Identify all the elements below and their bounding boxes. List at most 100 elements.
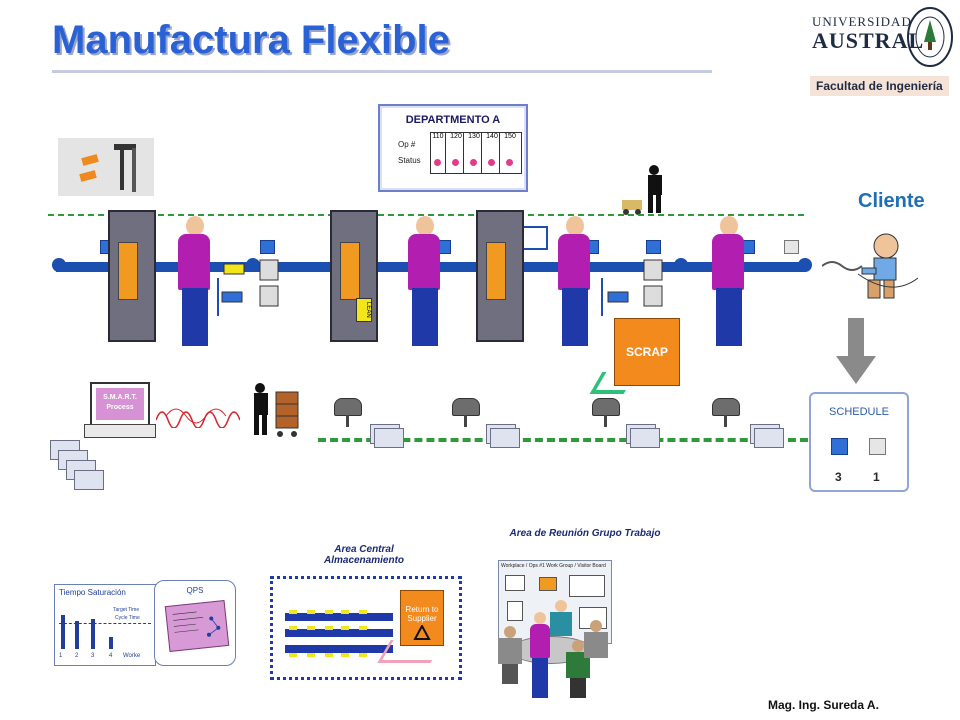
axis-label: 3 (91, 653, 95, 659)
schedule-panel: SCHEDULE 3 1 (809, 392, 909, 492)
belt-roller-icon (246, 258, 260, 272)
legend-cycle: Cycle Time (115, 615, 140, 621)
workstation-1 (216, 256, 286, 320)
kanban-cards (750, 424, 790, 450)
status-label: Status (398, 156, 421, 165)
author-footer: Mag. Ing. Sureda A. (768, 698, 879, 712)
operator-icon (406, 216, 446, 352)
material-handler-icon (620, 162, 670, 216)
kanban-cards (626, 424, 666, 450)
saturation-bar (75, 621, 79, 649)
down-arrow-icon (836, 318, 876, 386)
qps-label: QPS (186, 586, 204, 595)
cliente-label: Cliente (858, 190, 925, 212)
recycle-icon (413, 623, 431, 641)
axis-label: 4 (109, 653, 113, 659)
saturation-bar (109, 637, 113, 649)
page-title: Manufactura Flexible (52, 18, 450, 62)
kanban-mailbox-icon (592, 398, 622, 432)
university-seal-icon (906, 6, 954, 68)
op-number: 140 (486, 133, 498, 140)
op-grid: 110 120 130 140 150 (430, 132, 522, 174)
schedule-slot-empty (869, 438, 886, 455)
team-member-icon (550, 600, 572, 640)
status-dot (452, 159, 459, 166)
op-number: 110 (432, 133, 444, 140)
schedule-count: 3 (835, 470, 842, 484)
smart-subtitle: Process (106, 404, 134, 411)
department-status-board: DEPARTMENTO A Op # Status 110 120 130 14… (378, 104, 528, 192)
team-member-icon (498, 626, 522, 686)
scrap-label: SCRAP (625, 345, 668, 359)
belt-roller-icon (798, 258, 812, 272)
operator-icon (176, 216, 216, 352)
machine-1 (108, 210, 156, 342)
op-number: 120 (450, 133, 462, 140)
central-storage-area (270, 576, 462, 680)
department-title: DEPARTMENTO A (405, 114, 501, 126)
computer-keyboard (84, 424, 156, 438)
university-name-line1: UNIVERSIDAD (812, 14, 912, 29)
op-cell: 130 (467, 133, 482, 173)
area-reunion-title: Area de Reunión Grupo Trabajo (509, 528, 661, 539)
status-dot (488, 159, 495, 166)
area-central-title: Area Central Almacenamiento (323, 544, 405, 566)
material-handler-icon (238, 380, 308, 440)
title-underline (52, 70, 712, 73)
legend-target: Target Time (113, 607, 140, 613)
return-label: Return to Supplier (405, 605, 439, 623)
op-cell: 150 (503, 133, 517, 173)
operator-icon (556, 216, 596, 352)
schedule-count: 1 (873, 470, 880, 484)
presenter-icon (528, 612, 552, 700)
kanban-cards (486, 424, 526, 450)
storage-rack (283, 609, 343, 661)
belt-roller-icon (52, 258, 66, 272)
computer-monitor: S.M.A.R.T. Process (90, 382, 150, 426)
op-number: 130 (468, 133, 480, 140)
operator-icon (710, 216, 750, 352)
return-to-supplier-box: Return to Supplier (400, 590, 444, 646)
signal-wave-icon (155, 400, 241, 429)
op-cell: 120 (449, 133, 464, 173)
board-header: Workplace / Ops #1 Work Group / Visitor … (501, 563, 606, 569)
tiempo-saturacion-chart: Tiempo Saturación Target Time Cycle Time… (54, 584, 156, 666)
dashed-flow-line-bottom (318, 438, 808, 442)
tiempo-title: Tiempo Saturación (59, 588, 126, 597)
qps-process-sheet (164, 599, 230, 653)
axis-label: 2 (75, 653, 79, 659)
conveyor-item (784, 240, 799, 254)
schedule-slot-filled (831, 438, 848, 455)
qps-panel: QPS (154, 580, 236, 666)
smart-label: S.M.A.R.T. (103, 394, 137, 401)
conveyor-item (260, 240, 275, 254)
machine-2 (330, 210, 378, 342)
kanban-cards (370, 424, 410, 450)
op-cell: 110 (431, 133, 446, 173)
customer-icon (821, 228, 919, 306)
kanban-cards (50, 440, 104, 490)
status-dot (470, 159, 477, 166)
op-label: Op # (398, 140, 416, 149)
tools-icon (58, 138, 154, 196)
scrap-base (589, 372, 637, 394)
op-cell: 140 (485, 133, 500, 173)
kanban-mailbox-icon (712, 398, 742, 432)
university-name-line2: AUSTRAL (812, 28, 925, 53)
status-dot (434, 159, 441, 166)
target-line (59, 623, 151, 624)
op-number: 150 (504, 133, 516, 140)
faculty-name: Facultad de Ingeniería (810, 76, 949, 96)
machine-tag: LEAN (356, 298, 372, 322)
schedule-label: SCHEDULE (829, 406, 889, 418)
kanban-mailbox-icon (334, 398, 364, 432)
workstation-2 (600, 256, 670, 320)
team-member-icon (584, 620, 608, 670)
belt-roller-icon (674, 258, 688, 272)
axis-label: 1 (59, 653, 63, 659)
machine-3 (476, 210, 524, 342)
scrap-bin: SCRAP (614, 318, 680, 386)
status-dot (506, 159, 513, 166)
kanban-mailbox-icon (452, 398, 482, 432)
axis-title: Worke (123, 653, 141, 659)
